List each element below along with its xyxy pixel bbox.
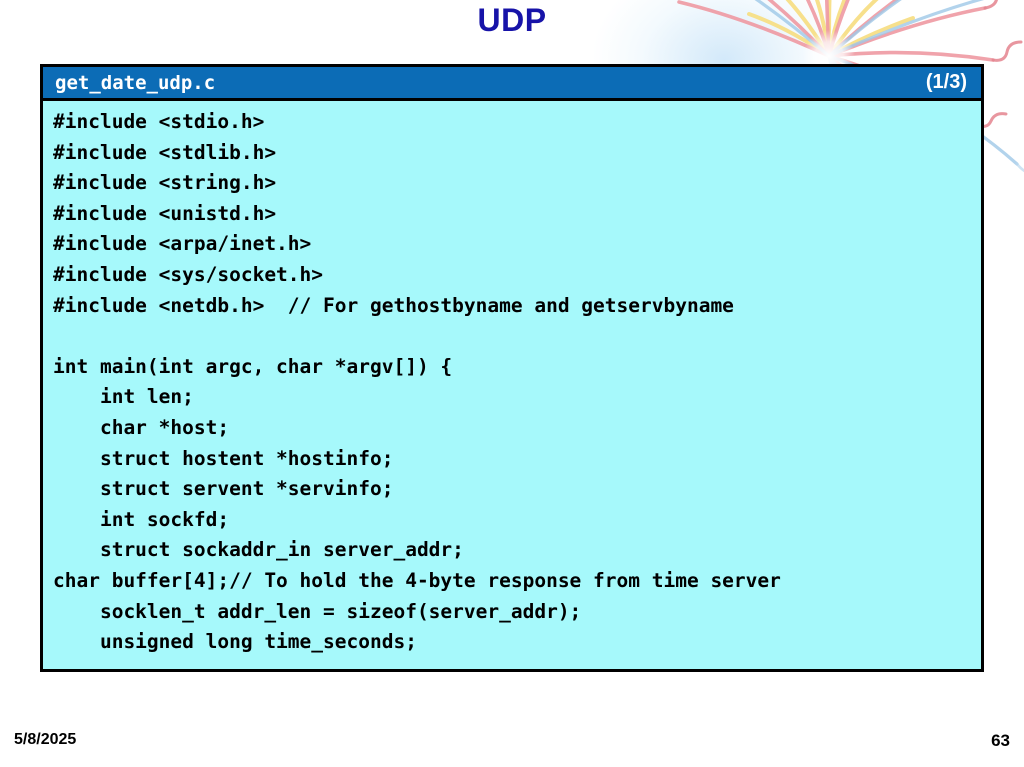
code-panel: get_date_udp.c (1/3) #include <stdio.h> … (40, 64, 984, 672)
slide-footer: 5/8/2025 63 (0, 731, 1024, 753)
footer-page-number: 63 (991, 731, 1010, 750)
footer-date: 5/8/2025 (14, 731, 77, 748)
code-page-indicator: (1/3) (925, 71, 967, 93)
code-listing: #include <stdio.h> #include <stdlib.h> #… (53, 110, 781, 654)
code-panel-header: get_date_udp.c (1/3) (43, 67, 981, 101)
code-body: #include <stdio.h> #include <stdlib.h> #… (43, 101, 981, 658)
code-filename-label: get_date_udp.c (55, 71, 216, 94)
page-title: UDP (477, 2, 547, 38)
